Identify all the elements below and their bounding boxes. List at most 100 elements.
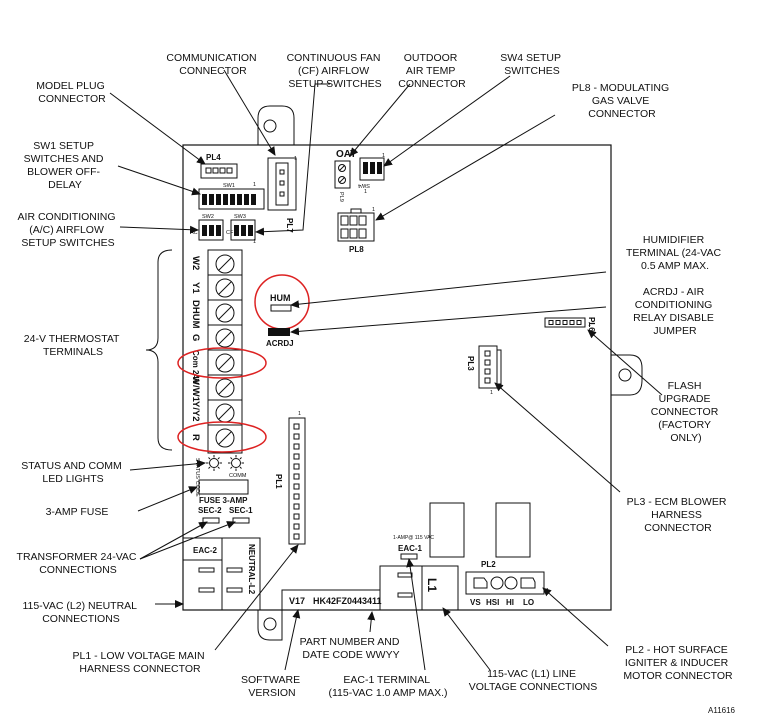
sec2-terminal bbox=[202, 517, 220, 524]
pl8-label: PL8 bbox=[349, 245, 364, 254]
terminal-label-y1: Y1 bbox=[190, 282, 201, 294]
pin1-marker: 1 bbox=[298, 411, 301, 417]
pin1-marker: 1 bbox=[382, 153, 385, 159]
comm-label: COMM bbox=[229, 473, 247, 479]
terminal-label-g: G bbox=[190, 334, 201, 341]
callout-pl1-low: PL1 - LOW VOLTAGE MAIN HARNESS CONNECTOR bbox=[73, 650, 208, 675]
callout-pl2-hot: PL2 - HOT SURFACE IGNITER & INDUCER MOTO… bbox=[623, 644, 733, 682]
l1-block bbox=[379, 565, 459, 610]
cf-label: CF bbox=[226, 230, 234, 236]
pl2-pin-lo: LO bbox=[523, 598, 534, 607]
hum-terminal bbox=[270, 304, 292, 312]
status-led-icon bbox=[206, 455, 222, 471]
callout-pl8-modulating: PL8 - MODULATING GAS VALVE CONNECTOR bbox=[572, 82, 672, 120]
pin1-marker: 1 bbox=[253, 239, 256, 245]
ac-label: AC bbox=[190, 230, 198, 236]
eac1-label: EAC-1 bbox=[398, 544, 423, 553]
terminal-label-w2: W2 bbox=[190, 256, 201, 270]
circuit-board bbox=[182, 105, 643, 641]
callout-outdoor-air-temp: OUTDOOR AIR TEMP CONNECTOR bbox=[398, 52, 466, 90]
sw3-label: SW3 bbox=[234, 214, 246, 220]
callout-transformer: TRANSFORMER 24-VAC CONNECTIONS bbox=[17, 551, 140, 576]
pl8-connector bbox=[337, 208, 375, 242]
pl3-label: PL3 bbox=[466, 356, 475, 371]
pl2-pin-vs: VS bbox=[470, 598, 481, 607]
callout-acrdj: ACRDJ - AIR CONDITIONING RELAY DISABLE J… bbox=[633, 286, 717, 337]
sec2-label: SEC-2 bbox=[198, 506, 222, 515]
relay-left bbox=[429, 502, 465, 558]
thermostat-terminal-strip bbox=[207, 249, 243, 454]
sec1-terminal bbox=[232, 517, 250, 524]
pl2-pin-hi: HI bbox=[506, 598, 514, 607]
hum-label: HUM bbox=[270, 293, 291, 303]
callout-labels: MODEL PLUG CONNECTOR COMMUNICATION CONNE… bbox=[17, 52, 734, 699]
callout-ac-airflow: AIR CONDITIONING (A/C) AIRFLOW SETUP SWI… bbox=[18, 211, 119, 249]
relay-right bbox=[495, 502, 531, 558]
callout-fuse: 3-AMP FUSE bbox=[46, 506, 109, 518]
callout-eac1-terminal: EAC-1 TERMINAL (115-VAC 1.0 AMP MAX.) bbox=[328, 674, 447, 699]
terminal-screws bbox=[208, 254, 242, 448]
pl1-label: PL1 bbox=[274, 474, 283, 489]
l1-label: L1 bbox=[425, 578, 439, 592]
thermostat-brace bbox=[145, 249, 173, 451]
callout-sw1-setup: SW1 SETUP SWITCHES AND BLOWER OFF- DELAY bbox=[24, 140, 107, 191]
sw3-switch-bank bbox=[230, 219, 256, 241]
callout-continuous-fan: CONTINUOUS FAN (CF) AIRFLOW SETUP SWITCH… bbox=[287, 52, 384, 90]
pl7-label: PL7 bbox=[285, 218, 294, 233]
leader-lines bbox=[109, 69, 663, 671]
terminal-label-yy2: Y/Y2 bbox=[190, 401, 201, 422]
pl2-pin-hsi: HSI bbox=[486, 598, 499, 607]
fuse-label: FUSE 3-AMP bbox=[199, 496, 248, 505]
pin1-marker: 1 bbox=[364, 189, 367, 195]
terminal-label-ww1: W/W1 bbox=[190, 376, 201, 403]
fuse-3amp bbox=[198, 479, 249, 495]
software-version-label: V17 bbox=[289, 596, 305, 606]
eac1-terminal bbox=[400, 553, 418, 560]
highlight-r-terminal bbox=[177, 421, 267, 453]
neutral-l2-label: NEUTRAL-L2 bbox=[247, 544, 256, 595]
pl3-connector bbox=[478, 345, 502, 389]
terminal-label-com24v: Com 24V bbox=[191, 350, 200, 385]
callout-pl3-ecm: PL3 - ECM BLOWER HARNESS CONNECTOR bbox=[627, 496, 730, 534]
pl2-connector bbox=[465, 571, 545, 595]
sw4-label: SW4 bbox=[358, 182, 370, 188]
pin1-marker: 1 bbox=[372, 207, 375, 213]
pl2-label: PL2 bbox=[481, 560, 496, 569]
callout-software: SOFTWARE VERSION bbox=[241, 674, 303, 699]
callout-sw4-setup: SW4 SETUP SWITCHES bbox=[500, 52, 563, 77]
terminal-label-dhum: DHUM bbox=[190, 300, 201, 329]
callout-status-comm: STATUS AND COMM LED LIGHTS bbox=[21, 460, 124, 485]
pl4-label: PL4 bbox=[206, 153, 221, 162]
terminal-label-r: R bbox=[190, 434, 201, 441]
acrdj-jumper bbox=[268, 328, 290, 336]
pin1-marker: 1 bbox=[294, 156, 297, 162]
highlight-com-terminal bbox=[177, 347, 267, 379]
callout-communication: COMMUNICATION CONNECTOR bbox=[166, 52, 259, 77]
sw4-switch-bank bbox=[359, 157, 385, 181]
pin1-marker: 1 bbox=[490, 390, 493, 396]
pl9-label: PL9 bbox=[338, 192, 344, 202]
sw2-label: SW2 bbox=[202, 214, 214, 220]
callout-humidifier: HUMIDIFIER TERMINAL (24-VAC 0.5 AMP MAX. bbox=[626, 234, 724, 272]
pl7-connector bbox=[267, 157, 297, 211]
callout-model-plug: MODEL PLUG CONNECTOR bbox=[36, 80, 107, 105]
sec1-label: SEC-1 bbox=[229, 506, 253, 515]
sw1-switch-bank bbox=[198, 188, 265, 210]
pl6-label: PL6 bbox=[587, 317, 596, 332]
sw2-switch-bank bbox=[198, 219, 224, 241]
callout-neutral: 115-VAC (L2) NEUTRAL CONNECTIONS bbox=[22, 600, 139, 625]
eac2-label: EAC-2 bbox=[193, 546, 218, 555]
sw1-label: SW1 bbox=[223, 183, 235, 189]
pl4-connector bbox=[200, 163, 238, 179]
pin1-marker: 1 bbox=[253, 182, 256, 188]
figure-id: A11616 bbox=[708, 706, 736, 714]
terminal-labels: W2 Y1 DHUM G Com 24V W/W1 Y/Y2 R bbox=[190, 256, 201, 441]
pin1-marker: 1 bbox=[588, 322, 591, 328]
acrdj-label: ACRDJ bbox=[266, 339, 294, 348]
eac1-rating-label: 1-AMP@ 115 VAC bbox=[393, 535, 434, 541]
pl6-connector bbox=[544, 317, 586, 328]
comm-led-icon bbox=[228, 455, 244, 471]
oat-label: OAT bbox=[336, 149, 356, 160]
callout-thermostat: 24-V THERMOSTAT TERMINALS bbox=[24, 333, 122, 358]
